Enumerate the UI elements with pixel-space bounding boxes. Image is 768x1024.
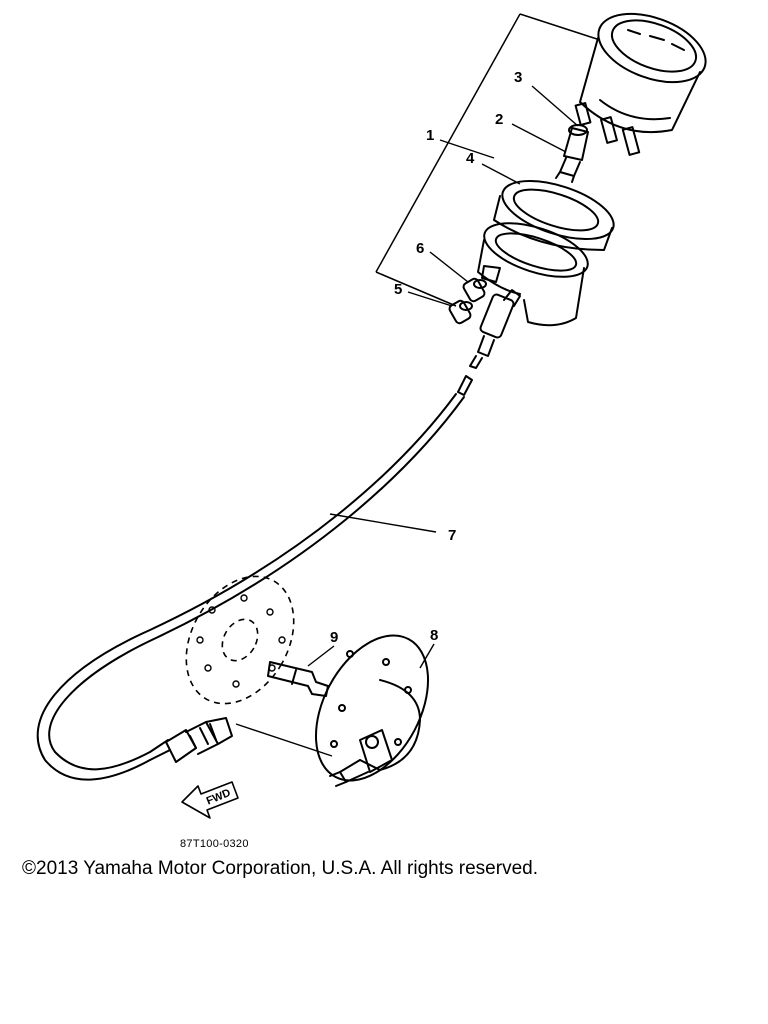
- leader-3: [531, 85, 579, 127]
- grommet-6-drawing: [462, 277, 487, 303]
- callout-7: 7: [448, 527, 456, 544]
- leader-shaft-to-cable: [235, 723, 333, 757]
- callout-1: 1: [426, 127, 434, 144]
- leader-2: [511, 123, 567, 153]
- gear-unit-drawing: [314, 634, 430, 787]
- leader-9: [307, 645, 335, 667]
- callout-8: 8: [430, 627, 438, 644]
- drive-shaft-drawing: [267, 661, 329, 697]
- leader-8: [419, 643, 435, 669]
- assembly-bracket-lines: [375, 13, 601, 307]
- callout-5: 5: [394, 281, 402, 298]
- leader-6: [429, 251, 469, 283]
- meter-cup-drawing: [477, 222, 589, 327]
- grommet-5-drawing: [448, 299, 473, 325]
- wheel-hub-disc-drawing: [185, 575, 295, 705]
- callout-9: 9: [330, 629, 338, 646]
- forward-arrow-icon: FWD: [181, 781, 239, 819]
- wheel-hub-bolt-holes: [196, 594, 286, 688]
- callout-6: 6: [416, 240, 424, 257]
- leader-lines: [235, 85, 579, 757]
- copyright-notice: ©2013 Yamaha Motor Corporation, U.S.A. A…: [22, 858, 538, 879]
- leader-1: [439, 139, 495, 159]
- leader-4: [481, 163, 521, 185]
- leader-5: [407, 291, 453, 307]
- leader-7: [329, 513, 437, 533]
- gasket-ring-drawing: [493, 179, 615, 251]
- speedometer-cable-drawing: [36, 375, 473, 781]
- cable-upper-fitting-drawing: [469, 289, 521, 369]
- callout-3: 3: [514, 69, 522, 86]
- callout-2: 2: [495, 111, 503, 128]
- part-code: 87T100-0320: [180, 838, 249, 850]
- bulb-socket-drawing: [555, 124, 589, 183]
- meter-head-drawing: [574, 12, 707, 156]
- callout-4: 4: [466, 150, 475, 167]
